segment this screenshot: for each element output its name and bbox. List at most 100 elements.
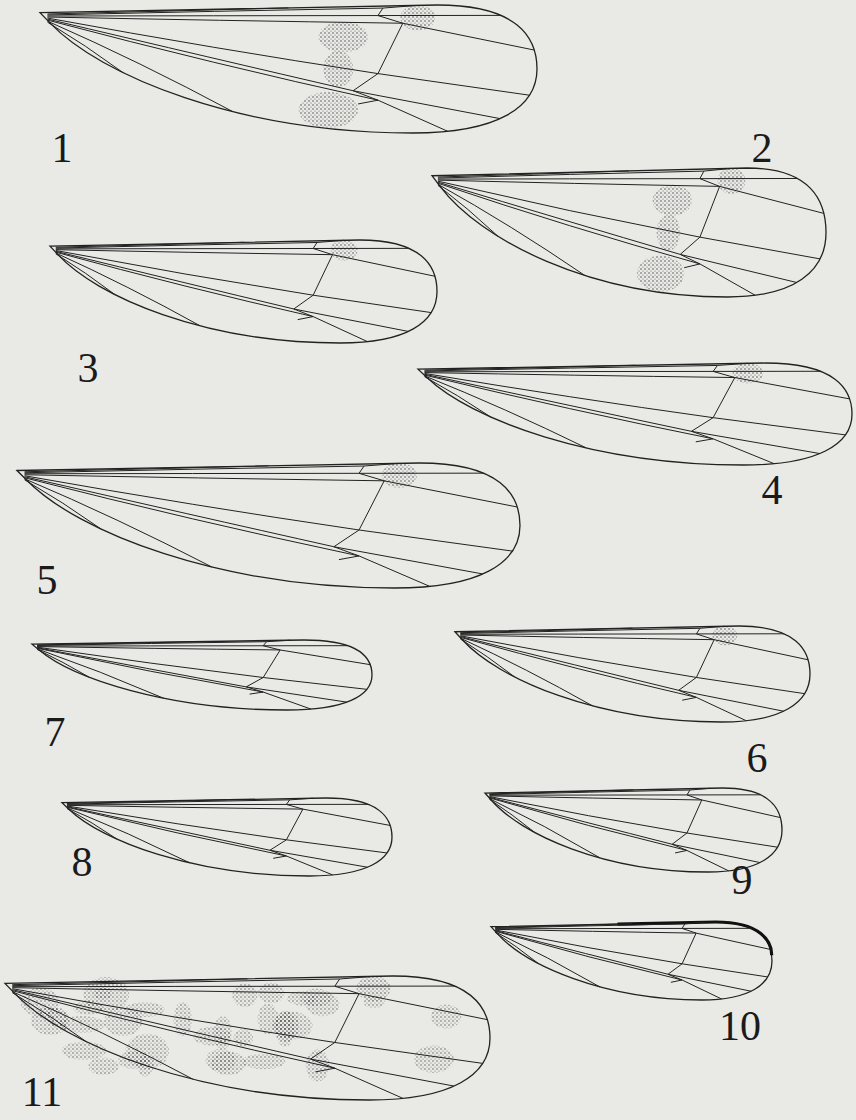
mottle-spot <box>233 1029 253 1047</box>
wing-vein <box>460 637 746 720</box>
wing-outline <box>455 626 810 722</box>
wing-vein <box>47 18 529 95</box>
mottle-spot <box>431 1005 461 1029</box>
wing-vein <box>37 645 347 646</box>
wing-vein <box>438 183 755 295</box>
wing-vein <box>495 930 768 977</box>
crossvein <box>263 650 280 678</box>
wing-outline <box>32 640 372 710</box>
wing-outline <box>5 976 490 1100</box>
crossvein <box>263 646 280 650</box>
wing-vein <box>425 371 821 372</box>
wing-vein <box>460 638 592 706</box>
wing-vein <box>25 475 518 507</box>
crossvein <box>359 473 384 481</box>
figure-number: 3 <box>78 347 99 389</box>
wing-vein <box>489 798 728 871</box>
crossvein <box>675 850 687 852</box>
crossvein <box>250 692 264 694</box>
wing-vein <box>37 648 311 709</box>
cord-spot <box>653 185 692 216</box>
crossvein <box>679 677 697 690</box>
wing-vein <box>425 373 846 434</box>
wing-vein <box>12 986 454 988</box>
cord-spot <box>298 92 358 128</box>
crossvein <box>679 690 697 697</box>
costal-border <box>617 922 771 955</box>
wing-vein <box>47 17 534 50</box>
wing-vein <box>37 647 370 665</box>
crossvein <box>682 928 696 933</box>
wing-outline <box>432 168 826 297</box>
wing-vein <box>47 21 232 111</box>
wing-vein <box>460 636 804 694</box>
crossvein <box>335 979 340 986</box>
wing-outline <box>491 922 772 1000</box>
wing-outline <box>418 363 852 465</box>
wing-vein <box>56 251 408 331</box>
wing-vein <box>495 931 751 992</box>
wing-vein <box>37 647 367 689</box>
crossvein <box>334 530 359 547</box>
wing-vein <box>495 922 704 928</box>
wing-outline <box>40 5 537 133</box>
mottle-spot <box>46 1008 69 1027</box>
wing-vein <box>67 807 368 868</box>
crossvein <box>334 547 359 556</box>
figure-number: 4 <box>762 469 783 511</box>
wing-vein <box>67 807 333 875</box>
wing-vein <box>495 929 770 949</box>
cord-spot <box>637 256 684 292</box>
wing-vein <box>47 15 500 17</box>
crossvein <box>313 248 332 254</box>
wing-vein <box>67 805 390 825</box>
wing-vein <box>12 993 86 1042</box>
wing-vein <box>495 928 751 929</box>
crossvein <box>691 431 713 439</box>
wing-drawings <box>5 5 852 1100</box>
mottle-spot <box>211 1052 246 1075</box>
crossvein <box>672 833 687 844</box>
wing-vein <box>25 476 513 551</box>
crossvein <box>246 687 263 692</box>
wing-vein <box>56 240 344 248</box>
wing-vein <box>460 637 783 712</box>
crossvein <box>286 800 289 805</box>
crossvein <box>684 264 700 268</box>
figure-number: 2 <box>752 127 773 169</box>
wing-outline <box>17 463 520 588</box>
mottle-spot <box>414 1046 454 1073</box>
crossvein <box>359 481 384 530</box>
figure-number: 7 <box>45 711 66 753</box>
crossvein <box>286 809 303 840</box>
crossvein <box>353 74 378 91</box>
figure-number: 5 <box>37 559 58 601</box>
wing-vein <box>67 804 368 805</box>
wing-vein <box>438 178 797 180</box>
wing-vein <box>425 373 850 399</box>
wing-vein <box>489 797 759 862</box>
crossvein <box>358 100 378 104</box>
wing-vein <box>489 794 760 795</box>
figure-number: 9 <box>732 859 753 901</box>
crossvein <box>687 795 702 800</box>
crossvein <box>682 697 696 700</box>
wing-vein <box>489 788 710 794</box>
crossvein <box>696 640 714 678</box>
crossvein <box>353 91 378 100</box>
wing-vein <box>25 479 212 567</box>
crossvein <box>687 800 702 833</box>
wing-vein <box>489 799 600 858</box>
wing-vein <box>438 184 585 275</box>
wing-vein <box>460 633 784 634</box>
crossvein <box>270 850 287 856</box>
wing-vein <box>37 648 347 702</box>
crossvein <box>671 980 682 982</box>
wing-vein <box>425 363 748 371</box>
crossvein <box>696 628 700 634</box>
wing-vein <box>56 254 115 295</box>
wing-vein <box>25 473 484 475</box>
wing-vein <box>12 992 193 1080</box>
wing-vein <box>489 799 534 832</box>
wing-vein <box>438 181 820 259</box>
